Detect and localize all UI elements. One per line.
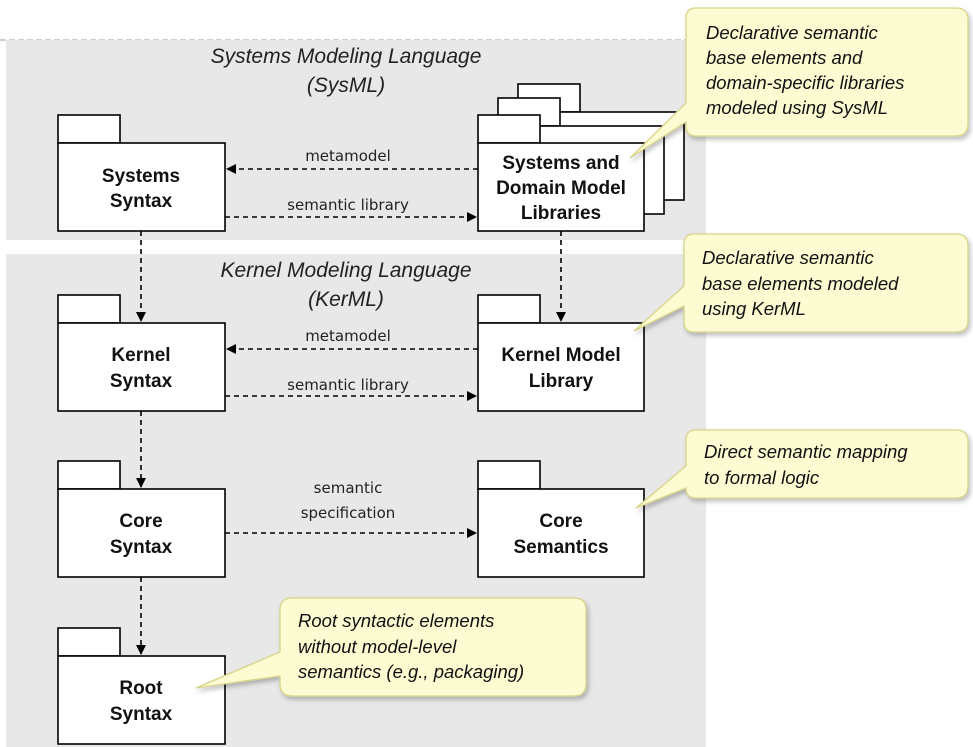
package-label: Syntax (110, 704, 173, 725)
edge-label-metamodel-1: metamodel (305, 147, 391, 165)
edge-label-semantic-library-2: semantic library (287, 376, 409, 394)
note-text: semantics (e.g., packaging) (298, 661, 524, 682)
sysml-title-line2: (SysML) (307, 74, 385, 97)
sysml-title-line1: Systems Modeling Language (211, 45, 482, 68)
edge-label-semantic-spec-line2: specification (301, 504, 396, 522)
note-text: to formal logic (704, 467, 820, 488)
package-label: Core (539, 511, 582, 532)
package-label: Library (529, 371, 594, 392)
note-text: domain-specific libraries (706, 72, 904, 93)
package-systems-syntax: Systems Syntax (57, 114, 226, 232)
note-text: using KerML (702, 298, 806, 319)
note-text: base elements and (706, 47, 863, 68)
package-label: Systems and (502, 153, 619, 174)
note-text: base elements modeled (702, 273, 899, 294)
kerml-title-line1: Kernel Modeling Language (220, 259, 471, 282)
kerml-title-line2: (KerML) (308, 288, 384, 311)
note-text: Root syntactic elements (298, 610, 494, 631)
package-kernel-syntax: Kernel Syntax (57, 294, 226, 412)
package-kernel-model-library: Kernel Model Library (477, 294, 645, 412)
edge-label-semantic-spec-line1: semantic (314, 479, 383, 497)
package-label: Semantics (513, 537, 608, 558)
package-label: Libraries (521, 203, 601, 224)
note-text: without model-level (298, 636, 457, 657)
note-text: modeled using SysML (706, 97, 888, 118)
package-root-syntax: Root Syntax (57, 627, 226, 745)
package-systems-domain-libraries: Systems and Domain Model Libraries (477, 83, 685, 232)
note-core-semantics (635, 429, 969, 509)
package-label: Kernel Model (501, 345, 620, 366)
package-core-semantics: Core Semantics (477, 460, 645, 578)
edge-label-metamodel-2: metamodel (305, 327, 391, 345)
note-text: Declarative semantic (706, 22, 878, 43)
package-label: Syntax (110, 371, 173, 392)
package-label: Core (119, 511, 162, 532)
package-label: Syntax (110, 191, 173, 212)
note-kerml-library (633, 233, 969, 333)
package-label: Kernel (111, 345, 170, 366)
note-sysml-libraries (629, 7, 969, 159)
note-text: Declarative semantic (702, 247, 874, 268)
note-text: Direct semantic mapping (704, 441, 908, 462)
package-label: Systems (102, 166, 180, 187)
edge-label-semantic-library-1: semantic library (287, 196, 409, 214)
note-root-syntax (195, 597, 587, 697)
package-label: Domain Model (496, 178, 626, 199)
package-label: Syntax (110, 537, 173, 558)
package-label: Root (119, 678, 163, 699)
package-core-syntax: Core Syntax (57, 460, 226, 578)
